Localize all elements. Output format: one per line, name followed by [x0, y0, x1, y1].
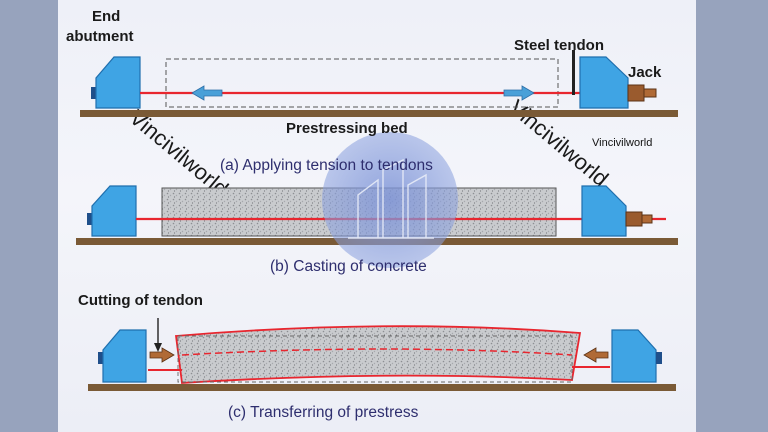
prestressing-diagram: Vincivilworld Vincivilworld	[66, 8, 678, 421]
caption-a: (a) Applying tension to tendons	[220, 157, 433, 174]
concrete-beam-c	[175, 325, 581, 384]
jack	[627, 84, 645, 102]
logo-building-icon	[407, 173, 427, 238]
cut-marker-arrowhead	[154, 343, 162, 352]
beam-deflected-shape	[174, 325, 582, 384]
caption-c: (c) Transferring of prestress	[228, 404, 419, 421]
left-abutment-a	[95, 56, 141, 109]
stage-c	[88, 318, 676, 391]
label-steel-tendon: Steel tendon	[514, 37, 604, 54]
original-beam-outline	[177, 335, 573, 383]
diagram-panel: Vincivilworld Vincivilworld	[58, 0, 696, 432]
right-abutment-c	[611, 329, 657, 383]
logo-building-icon	[357, 178, 379, 238]
logo-watermark	[322, 132, 458, 268]
jack-piston	[641, 214, 653, 224]
logo-circle	[322, 132, 458, 268]
abutment-bolt	[656, 352, 662, 364]
stage-a	[80, 50, 678, 117]
label-end-abutment-line1: End	[92, 8, 120, 25]
abutment-bolt	[91, 87, 96, 99]
transfer-arrow-right	[583, 347, 609, 363]
caption-b: (b) Casting of concrete	[270, 258, 427, 275]
left-abutment-c	[102, 329, 147, 383]
label-prestressing-bed: Prestressing bed	[286, 120, 408, 137]
label-watermark: Vincivilworld	[592, 137, 652, 149]
transfer-arrow-left	[149, 347, 175, 363]
tendon-anchor	[572, 50, 575, 95]
tendon-profile-dashed	[181, 348, 573, 356]
watermark-faint: Vincivilworld	[125, 105, 233, 202]
left-abutment-b	[91, 185, 137, 237]
right-abutment-a	[579, 56, 629, 109]
label-end-abutment-line2: abutment	[66, 28, 134, 45]
label-jack: Jack	[628, 64, 662, 81]
prestressing-bed-a	[80, 110, 678, 117]
label-cutting-of-tendon: Cutting of tendon	[78, 292, 203, 309]
jack	[625, 211, 643, 227]
jack-piston	[643, 88, 657, 98]
logo-building-icon	[382, 158, 404, 238]
tension-arrow-left	[191, 85, 223, 101]
abutment-bolt	[87, 213, 92, 225]
right-abutment-b	[581, 185, 627, 237]
formwork-outline	[165, 58, 559, 108]
abutment-bolt	[98, 352, 103, 364]
tension-arrow-right	[503, 85, 535, 101]
prestressing-bed-c	[88, 384, 676, 391]
